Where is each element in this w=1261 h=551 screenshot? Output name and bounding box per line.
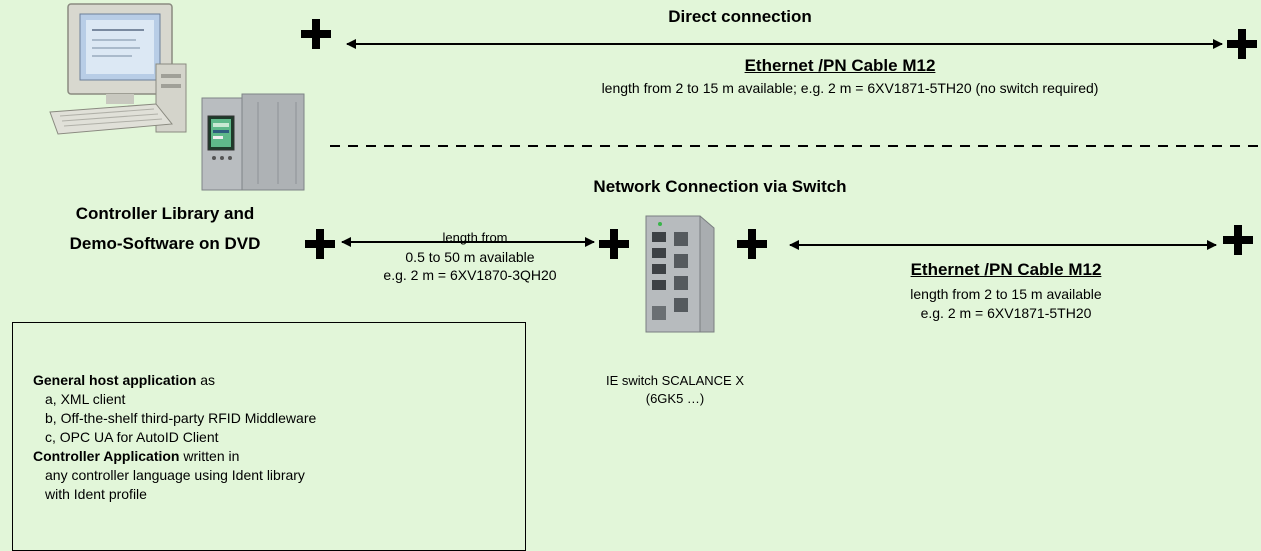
plus-icon — [599, 229, 629, 259]
plus-icon — [301, 19, 331, 49]
info-line-opcua: c, OPC UA for AutoID Client — [45, 429, 219, 445]
info-line-controller-app: Controller Application written in — [33, 447, 239, 466]
right-cable-line2: e.g. 2 m = 6XV1871-5TH20 — [920, 305, 1092, 321]
network-connection-title: Network Connection via Switch — [593, 177, 847, 196]
right-cable-line1: length from 2 to 15 m available — [910, 286, 1102, 302]
left-cable-line3: e.g. 2 m = 6XV1870-3QH20 — [383, 267, 557, 283]
left-cable-line1: length from — [442, 230, 508, 245]
plus-icon — [1223, 225, 1253, 255]
info-line-language: any controller language using Ident libr… — [45, 467, 305, 483]
direct-cable-desc: length from 2 to 15 m available; e.g. 2 … — [601, 80, 1099, 96]
switch-label-line2: (6GK5 …) — [645, 391, 705, 406]
controller-label-line2: Demo-Software on DVD — [69, 234, 261, 253]
host-application-suffix: as — [196, 372, 216, 388]
switch-icon — [645, 215, 715, 333]
controller-application-suffix: written in — [179, 448, 240, 464]
left-cable-line2: 0.5 to 50 m available — [405, 249, 535, 265]
info-line-profile: with Ident profile — [45, 486, 147, 502]
right-cable-title: Ethernet /PN Cable M12 — [910, 260, 1102, 279]
pc-icon — [49, 3, 187, 135]
info-line-middleware: b, Off-the-shelf third-party RFID Middle… — [45, 410, 317, 426]
direct-connection-title: Direct connection — [668, 7, 812, 26]
plus-icon — [305, 229, 335, 259]
plus-icon — [737, 229, 767, 259]
info-line-host: General host application as — [33, 371, 215, 390]
controller-application-label: Controller Application — [33, 448, 180, 464]
direct-cable-title: Ethernet /PN Cable M12 — [744, 56, 936, 75]
info-line-xml: a, XML client — [45, 391, 126, 407]
plus-icon — [1227, 29, 1257, 59]
host-application-label: General host application — [33, 372, 197, 388]
switch-label-line1: IE switch SCALANCE X — [606, 373, 744, 388]
controller-label-line1: Controller Library and — [75, 204, 255, 223]
info-box: General host application as a, XML clien… — [12, 322, 526, 551]
plc-icon — [201, 93, 305, 191]
